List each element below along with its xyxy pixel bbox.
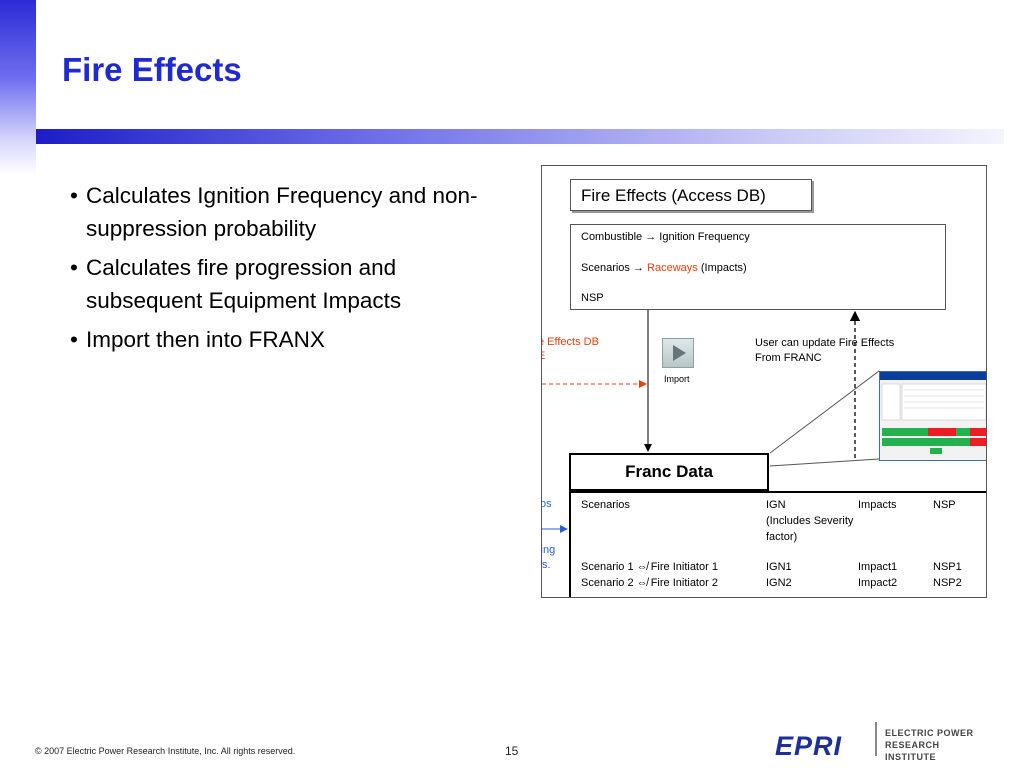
effects-db-label: e Effects DB xyxy=(541,336,599,348)
table-cell: IGN2 xyxy=(766,577,792,589)
raceways-label: Raceways xyxy=(647,262,698,274)
title-rule xyxy=(36,129,1004,144)
copyright-footer: © 2007 Electric Power Research Institute… xyxy=(35,746,296,756)
header-impacts: Impacts xyxy=(858,499,897,511)
access-db-box: Combustible → Ignition Frequency Scenari… xyxy=(570,224,946,310)
table-cell: Impact2 xyxy=(858,577,898,589)
callout-line xyxy=(769,370,880,454)
callout-line xyxy=(769,458,880,467)
epri-logo: EPRI ELECTRIC POWER RESEARCH INSTITUTE xyxy=(775,719,990,762)
effects-db-label: E xyxy=(542,350,545,362)
update-note: From FRANC xyxy=(755,352,822,364)
header-ign-note: factor) xyxy=(766,531,798,543)
left-accent-band xyxy=(0,0,36,175)
table-row-scenario: Scenario 1 ⇎ Fire Initiator 1 xyxy=(581,561,718,573)
franc-data-table: Scenarios IGN (Includes Severity factor)… xyxy=(569,491,986,597)
right-arrow-icon: → xyxy=(645,231,657,243)
header-scenarios: Scenarios xyxy=(581,499,630,511)
logo-text: ELECTRIC POWER RESEARCH INSTITUTE xyxy=(885,728,974,762)
update-note: User can update Fire Effects xyxy=(755,337,895,349)
table-row-scenario: Scenario 2 ⇎ Fire Initiator 2 xyxy=(581,577,718,589)
header-ign-note: (Includes Severity xyxy=(766,515,854,527)
franc-screenshot-thumbnail xyxy=(879,371,986,461)
right-arrow-icon: → xyxy=(632,262,644,274)
bullet-item: •Import then into FRANX xyxy=(70,327,325,352)
table-cell: IGN1 xyxy=(766,561,792,573)
bullet-text: Import then into FRANX xyxy=(86,327,325,352)
slide-title: Fire Effects xyxy=(62,51,242,88)
table-cell: Impact1 xyxy=(858,561,898,573)
logo-mark: EPRI xyxy=(775,731,843,761)
logo-divider xyxy=(875,722,877,756)
left-blue-label: s. xyxy=(542,559,551,571)
table-cell: NSP1 xyxy=(933,561,962,573)
fire-effects-diagram: Fire Effects (Access DB) Combustible → I… xyxy=(541,165,987,598)
bullet-item: •Calculates fire progression and subsequ… xyxy=(70,255,402,313)
bullet-item: •Calculates Ignition Frequency and non-s… xyxy=(70,183,478,241)
header-ign: IGN xyxy=(766,499,786,511)
import-label: Import xyxy=(664,374,690,384)
franc-data-title: Franc Data xyxy=(569,453,769,491)
left-blue-label: iding xyxy=(541,544,556,556)
diagram-connectors xyxy=(542,310,880,533)
bullet-list: •Calculates Ignition Frequency and non-s… xyxy=(68,179,508,362)
table-cell: NSP2 xyxy=(933,577,962,589)
import-icon xyxy=(662,338,694,368)
bullet-text: Calculates fire progression and subseque… xyxy=(86,255,402,313)
bullet-text: Calculates Ignition Frequency and non-su… xyxy=(86,183,478,241)
left-blue-label: os xyxy=(541,498,552,510)
header-nsp: NSP xyxy=(933,499,956,511)
access-db-title: Fire Effects (Access DB) xyxy=(570,179,812,211)
page-number: 15 xyxy=(505,744,519,758)
